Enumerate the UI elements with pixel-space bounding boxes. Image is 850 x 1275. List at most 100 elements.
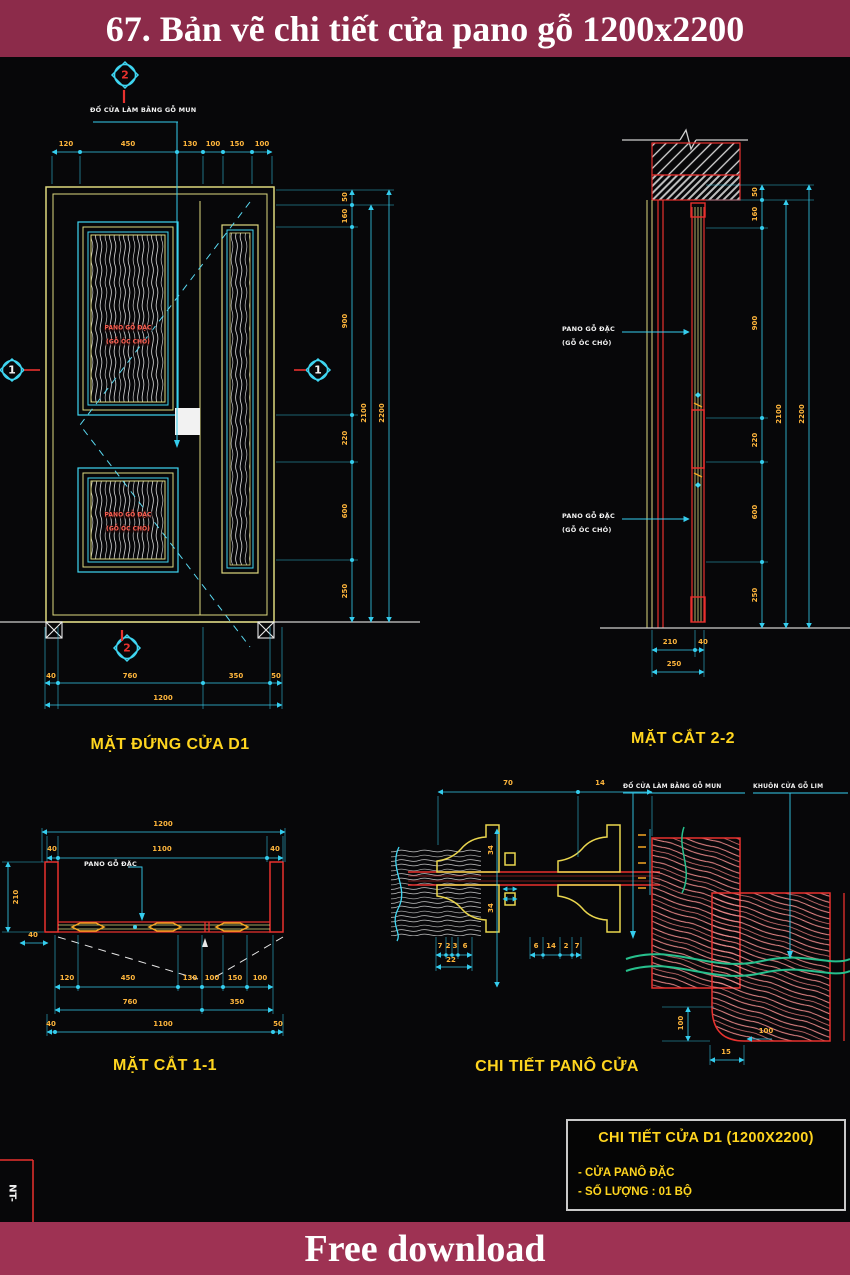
pano-label: PANO GỖ ĐẶC [562, 325, 615, 333]
elevation-top-label: ĐỐ CỬA LÀM BẰNG GỖ MUN [90, 106, 197, 114]
elevation-title: MẶT ĐỨNG CỬA D1 [90, 736, 250, 753]
section11-title: MẶT CẮT 1-1 [113, 1057, 217, 1074]
dim: 600 [341, 503, 349, 519]
section22-dimensions [651, 184, 814, 677]
section22-drawing [600, 128, 850, 629]
dim: 350 [229, 998, 245, 1006]
panel-lower [77, 467, 179, 573]
dim-overall-1200: 1200 [153, 694, 173, 702]
detail-title: CHI TIẾT PANÔ CỬA [475, 1058, 639, 1075]
dim: 14 [546, 942, 556, 950]
dim-overall-2200: 2200 [798, 404, 806, 424]
moulding-profiles [436, 824, 621, 933]
section11-drawing [44, 861, 284, 980]
dim: 1100 [153, 1020, 173, 1028]
marker-2-bottom-icon [112, 630, 142, 663]
dim: 40 [28, 931, 38, 939]
marker-1-left-icon [0, 357, 40, 383]
dim: 450 [120, 974, 136, 982]
dim: 70 [503, 779, 513, 787]
dim: 50 [341, 192, 349, 202]
dim: 50 [271, 672, 281, 680]
pano-label: (GỖ ÓC CHÓ) [562, 526, 612, 534]
section22-title: MẶT CẮT 2-2 [631, 730, 735, 747]
dim: 2 [445, 942, 451, 950]
detail-drawing [391, 792, 850, 1042]
panel-label: PANO GỖ ĐẶC [103, 324, 153, 332]
titleblock-box [566, 1119, 846, 1211]
do-cua-label: ĐỐ CỬA LÀM BẰNG GỖ MUN [623, 783, 722, 790]
titleblock-line2: - SỐ LƯỢNG : 01 BỘ [578, 1186, 692, 1198]
pano-label: (GỖ ÓC CHÓ) [562, 339, 612, 347]
dim: 210 [662, 638, 678, 646]
dim: 120 [58, 140, 74, 148]
leaf-section [690, 202, 706, 623]
panel-label: (GỖ ÓC CHÓ) [105, 338, 151, 346]
dim: 760 [122, 672, 138, 680]
dim: 220 [341, 430, 349, 446]
frame-head-hatch [651, 174, 741, 201]
bottom-banner[interactable]: Free download [0, 1222, 850, 1275]
dim: 100 [758, 1027, 774, 1035]
elevation-drawing [0, 121, 420, 648]
marker-1-left: 1 [8, 363, 16, 377]
dim: 1200 [153, 820, 173, 828]
dim: 50 [751, 187, 759, 197]
dim: 1100 [152, 845, 172, 853]
dim: 100 [204, 974, 220, 982]
top-banner: 67. Bản vẽ chi tiết cửa pano gỗ 1200x220… [0, 0, 850, 59]
dim: 15 [721, 1048, 731, 1056]
dim: 50 [273, 1020, 283, 1028]
dim: 100 [205, 140, 221, 148]
elevation-dimensions [44, 149, 394, 709]
section11-dimensions [2, 828, 286, 1036]
dim: 220 [751, 432, 759, 448]
wood-grain-left [391, 848, 481, 936]
titleblock-line1: - CỬA PANÔ ĐẶC [578, 1167, 675, 1179]
pano-label: PANO GỖ ĐẶC [84, 860, 137, 868]
break-curve [625, 953, 850, 965]
dim: 40 [47, 845, 57, 853]
dim: 250 [341, 583, 349, 599]
panel-label: PANO GỖ ĐẶC [103, 511, 153, 519]
panel-narrow [221, 224, 259, 574]
free-download-link[interactable]: Free download [304, 1227, 546, 1270]
dim: 100 [252, 974, 268, 982]
dim-overall-2200: 2200 [378, 403, 386, 423]
lintel-hatch [651, 142, 741, 176]
dim: 600 [751, 504, 759, 520]
dim: 250 [666, 660, 682, 668]
dim: 22 [446, 956, 456, 964]
cad-sheet: 2 2 1 1 ĐỐ CỬA LÀM BẰNG GỖ MUN 120 450 1… [0, 57, 850, 1222]
door-swing-dashes [79, 201, 251, 648]
dim: 130 [182, 974, 198, 982]
dim: 160 [341, 208, 349, 224]
dim: 350 [228, 672, 244, 680]
dim: 100 [254, 140, 270, 148]
dim-overall-2100: 2100 [360, 403, 368, 423]
marker-1-right-icon [294, 357, 332, 383]
dim: 40 [46, 672, 56, 680]
dim: 7 [574, 942, 580, 950]
dim: 40 [698, 638, 708, 646]
titleblock-title: CHI TIẾT CỬA D1 (1200X2200) [598, 1130, 814, 1146]
dim: 3 [452, 942, 458, 950]
dim: 34 [487, 845, 495, 855]
page-title: 67. Bản vẽ chi tiết cửa pano gỗ 1200x220… [105, 8, 745, 49]
dim: 40 [46, 1020, 56, 1028]
dim: 250 [751, 587, 759, 603]
dim: 120 [59, 974, 75, 982]
dim: 130 [182, 140, 198, 148]
dim: 6 [462, 942, 468, 950]
dim: 34 [487, 903, 495, 913]
dim: 900 [751, 315, 759, 331]
dim: 6 [533, 942, 539, 950]
marker-1-right: 1 [314, 363, 322, 377]
dim: 14 [595, 779, 605, 787]
dim: 760 [122, 998, 138, 1006]
dim: 160 [751, 206, 759, 222]
dim: 210 [12, 889, 20, 905]
cad-linework [0, 60, 850, 1222]
pano-label: PANO GỖ ĐẶC [562, 512, 615, 520]
